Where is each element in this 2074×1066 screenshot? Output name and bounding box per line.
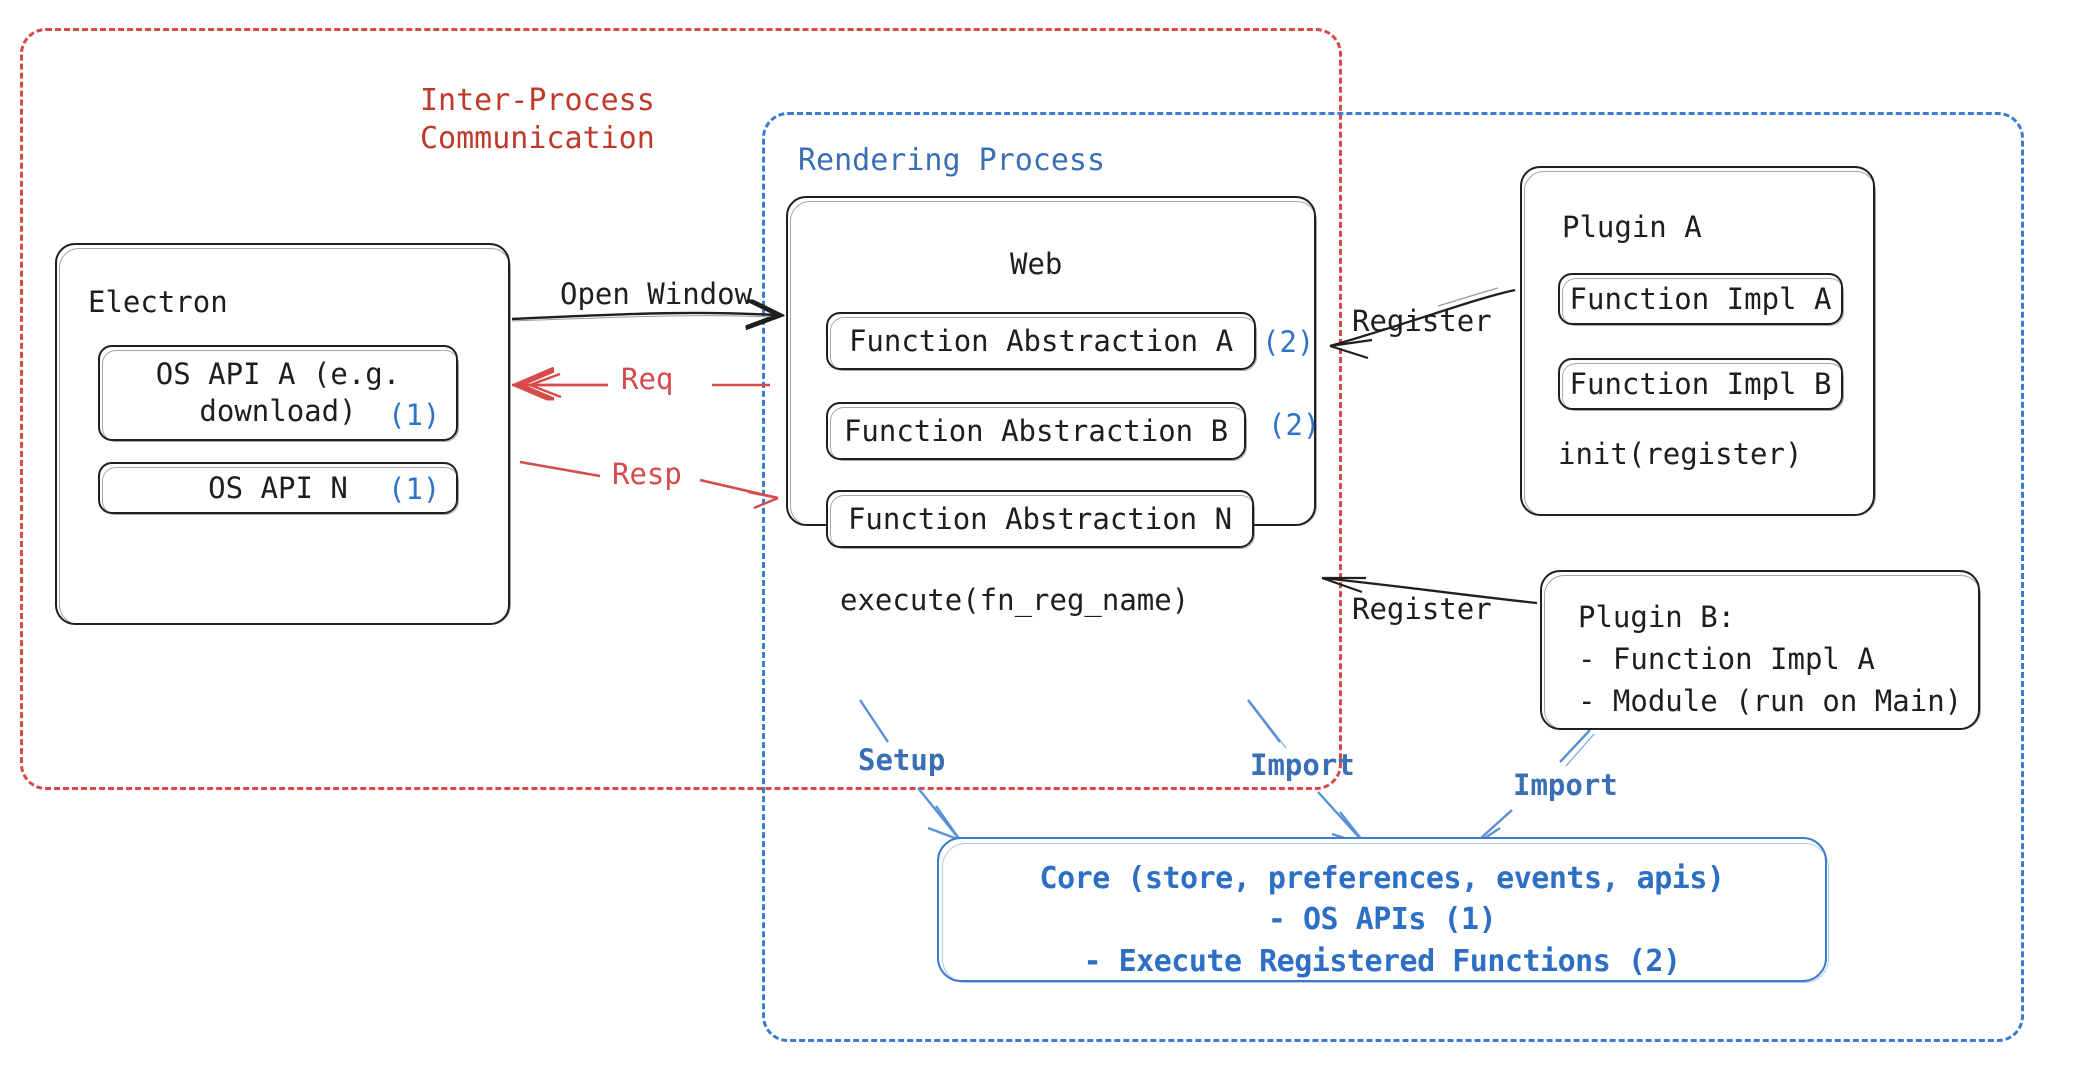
edge-label-import-plugin-b: Import — [1513, 768, 1618, 802]
function-abstraction-b-tag: (2) — [1268, 408, 1321, 442]
edge-label-setup: Setup — [858, 743, 946, 777]
function-impl-a-box: Function Impl A — [1558, 273, 1844, 326]
edge-label-req: Req — [621, 362, 674, 396]
region-rendering-process — [762, 112, 2024, 1042]
function-abstraction-a-box: Function Abstraction A — [826, 312, 1257, 371]
function-abstraction-n-box: Function Abstraction N — [826, 490, 1255, 549]
plugin-a-init-label: init(register) — [1558, 437, 1803, 471]
web-title: Web — [1010, 247, 1063, 281]
electron-title: Electron — [88, 285, 228, 319]
function-abstraction-b-label: Function Abstraction B — [843, 413, 1229, 448]
core-content: Core (store, preferences, events, apis) … — [1039, 861, 1725, 979]
region-inter-process-communication — [20, 28, 1342, 790]
os-api-a-tag: (1) — [388, 398, 441, 432]
plugin-a-title: Plugin A — [1562, 210, 1702, 244]
function-abstraction-a-label: Function Abstraction A — [848, 323, 1234, 358]
os-api-n-box: OS API N — [98, 462, 459, 515]
region-label-rendering-process: Rendering Process — [798, 143, 1106, 178]
os-api-n-label: OS API N — [208, 470, 348, 505]
edge-label-register-plugin-a: Register — [1352, 304, 1492, 338]
os-api-a-box: OS API A (e.g. download) — [98, 345, 459, 442]
edge-label-import-web: Import — [1250, 748, 1355, 782]
core-box — [937, 837, 1829, 983]
function-impl-b-box: Function Impl B — [1558, 358, 1844, 411]
function-impl-a-label: Function Impl A — [1569, 281, 1832, 316]
function-abstraction-b-box: Function Abstraction B — [826, 402, 1247, 461]
function-abstraction-n-label: Function Abstraction N — [847, 501, 1233, 536]
region-label-ipc: Inter-Process Communication — [420, 83, 655, 157]
plugin-a-box — [1520, 166, 1876, 516]
function-abstraction-a-tag: (2) — [1262, 325, 1315, 359]
execute-fn-label: execute(fn_reg_name) — [840, 583, 1190, 617]
plugin-b-box — [1540, 570, 1981, 730]
plugin-b-content: Plugin B: - Function Impl A - Module (ru… — [1578, 600, 1963, 719]
edge-label-resp: Resp — [612, 457, 682, 491]
os-api-n-tag: (1) — [388, 472, 441, 506]
edge-label-open-window: Open Window — [560, 277, 753, 311]
function-impl-b-label: Function Impl B — [1569, 366, 1832, 401]
os-api-a-label: OS API A (e.g. download) — [155, 357, 401, 428]
edge-label-register-plugin-b: Register — [1352, 592, 1492, 626]
